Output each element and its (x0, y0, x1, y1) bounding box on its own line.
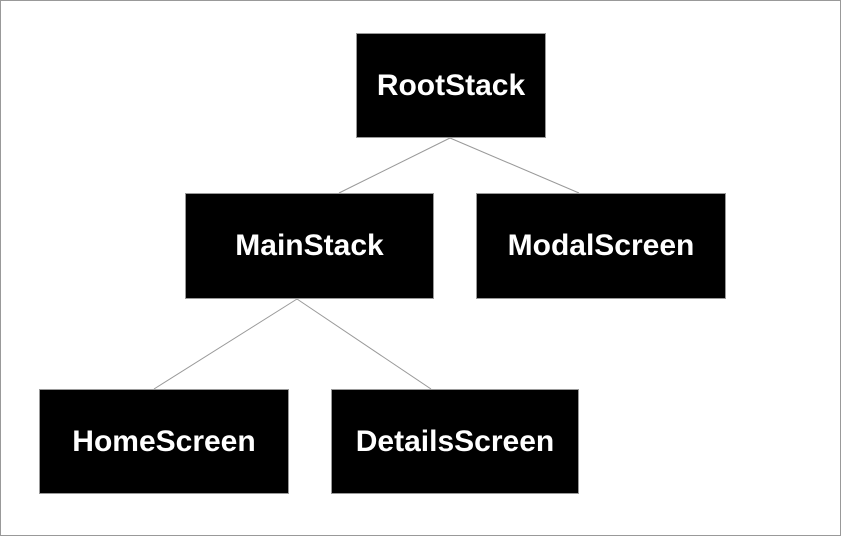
node-rootstack: RootStack (356, 33, 546, 138)
node-modalscreen: ModalScreen (476, 193, 726, 299)
edge-mainstack-homescreen (153, 298, 298, 390)
node-detailsscreen: DetailsScreen (331, 389, 579, 494)
node-homescreen-label: HomeScreen (72, 424, 256, 458)
node-rootstack-label: RootStack (376, 68, 526, 102)
node-homescreen: HomeScreen (39, 389, 289, 494)
node-mainstack-label: MainStack (235, 229, 384, 262)
node-modalscreen-label: ModalScreen (507, 229, 695, 262)
edge-rootstack-mainstack (338, 137, 451, 194)
edge-mainstack-detailsscreen (296, 298, 432, 390)
edge-rootstack-modalscreen (449, 137, 580, 194)
node-mainstack: MainStack (185, 193, 434, 299)
node-detailsscreen-label: DetailsScreen (355, 424, 555, 458)
